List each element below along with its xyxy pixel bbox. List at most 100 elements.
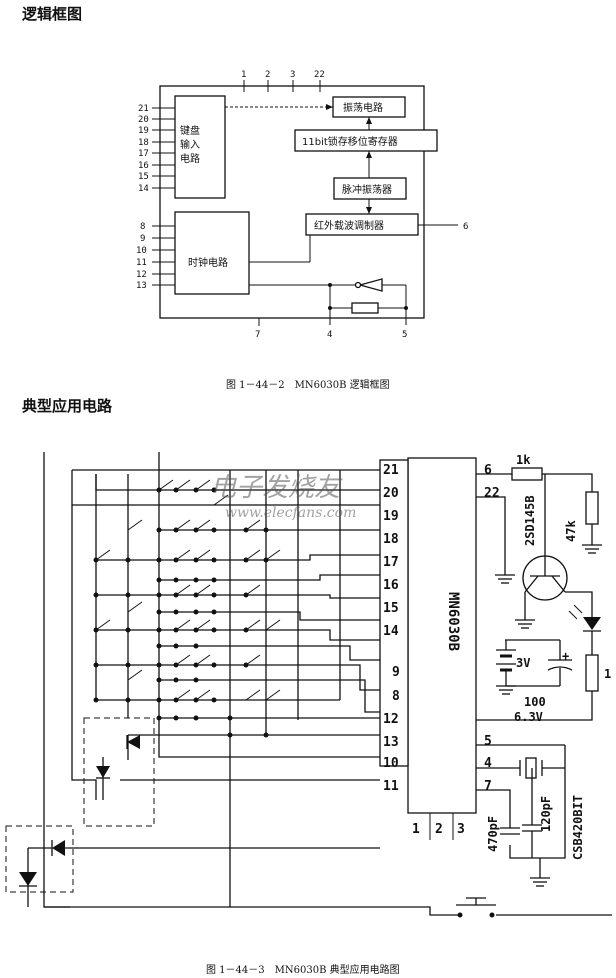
- watermark-url: www.elecfans.com: [225, 505, 356, 521]
- pin-label: 21: [138, 104, 149, 114]
- component-label: 1k: [516, 453, 531, 467]
- block-label: 电路: [180, 152, 200, 165]
- ground-icon: [515, 619, 535, 629]
- pin-label: 12: [136, 270, 147, 280]
- push-button-switch: [456, 897, 496, 918]
- pin-label: 8: [392, 689, 400, 704]
- pin-label: 20: [138, 115, 149, 125]
- pin-label: 13: [136, 281, 147, 291]
- pin-label: 10: [136, 246, 147, 256]
- pin-label: 21: [383, 463, 399, 478]
- ir-led-icon: [568, 604, 601, 632]
- pin-label: 17: [383, 555, 399, 570]
- component-label: CSB420BIT: [571, 795, 585, 860]
- pin-label: 4: [484, 756, 492, 771]
- pin-label: 22: [314, 70, 325, 80]
- pin-label: 8: [140, 222, 145, 232]
- figure-caption: 图 1－44－3 MN6030B 典型应用电路图: [206, 963, 400, 976]
- key-matrix: [43, 452, 380, 908]
- pin-label: 11: [383, 779, 399, 794]
- pin-label: 7: [484, 779, 492, 794]
- pin-label: 6: [484, 463, 492, 478]
- resistor-right: [585, 654, 599, 692]
- key-switch-glyphs: [95, 479, 281, 701]
- ic-label: MN6030B: [445, 592, 461, 651]
- ceramic-resonator-icon: [519, 757, 565, 779]
- pin-label: 19: [383, 509, 399, 524]
- pin-label: 16: [138, 161, 149, 171]
- block-label: 11bit锁存移位寄存器: [302, 135, 398, 148]
- block-label: 键盘: [180, 124, 200, 137]
- ground-icon: [496, 685, 516, 695]
- pin-label: 18: [138, 138, 149, 148]
- pin-label: 19: [138, 126, 149, 136]
- clock-pins: 8 9 10 11 12 13: [136, 222, 175, 291]
- diode-icon: [52, 840, 65, 856]
- ic-mn6030b: [407, 457, 477, 814]
- capacitor-icon: [500, 827, 520, 835]
- figure-caption: 图 1－44－2 MN6030B 逻辑框图: [226, 378, 390, 391]
- ground-icon: [530, 877, 550, 887]
- section-title-application-circuit: 典型应用电路: [22, 397, 113, 415]
- component-label: 2SD145B: [523, 495, 537, 546]
- section-title-logic-diagram: 逻辑框图: [22, 5, 83, 23]
- clock-block: [174, 211, 250, 295]
- component-label: 3V: [516, 656, 530, 670]
- block-label: 时钟电路: [188, 256, 228, 269]
- pin-label: 17: [138, 149, 149, 159]
- shift-register-block: [294, 129, 438, 152]
- pin-label: 15: [383, 601, 399, 616]
- pin-label: 18: [383, 532, 399, 547]
- resistor-1k: [511, 467, 543, 481]
- component-label: 47k: [564, 520, 578, 542]
- pin-label: 10: [383, 756, 399, 771]
- pin-label: 22: [484, 486, 500, 501]
- resistor-47k: [585, 491, 599, 525]
- pin-column: [379, 459, 409, 767]
- diode-group-2: [5, 825, 380, 907]
- component-label: +: [562, 649, 569, 663]
- component-label: 470pF: [486, 816, 500, 852]
- block-label: 红外载波调制器: [314, 219, 384, 232]
- component-label: 120pF: [539, 796, 553, 832]
- pin-label: 15: [138, 172, 149, 182]
- component-label: 1: [604, 667, 611, 681]
- logic-block-diagram: 1 2 3 22 键盘 输入 电路 21 20 19 18 17 16 15: [136, 70, 468, 391]
- pin-label: 2: [265, 70, 270, 80]
- pin-label: 1: [412, 822, 420, 837]
- pulse-oscillator-block: [333, 177, 407, 200]
- pin-label: 1: [241, 70, 246, 80]
- pin-label: 9: [140, 234, 145, 244]
- pin-label: 3: [457, 822, 465, 837]
- pin-label: 6: [463, 222, 468, 232]
- pin-label: 3: [290, 70, 295, 80]
- pin-label: 5: [402, 330, 407, 340]
- block-label: 输入: [180, 138, 200, 151]
- pin-label: 4: [327, 330, 332, 340]
- pin-label: 9: [392, 665, 400, 680]
- diode-icon: [127, 735, 140, 749]
- pin-label: 13: [383, 735, 399, 750]
- watermark-text: 电子发烧友: [210, 473, 343, 503]
- component-label: 100: [524, 695, 546, 709]
- component-label: 6.3V: [514, 710, 543, 724]
- application-circuit: MN6030B 21 20 19 18 17 16 15 14 9 8 12 1…: [5, 452, 612, 976]
- pin-label: 14: [138, 184, 149, 194]
- electrolytic-capacitor-icon: [506, 640, 573, 687]
- pin-label: 7: [255, 330, 260, 340]
- diode-group-1: [83, 717, 155, 827]
- pin-label: 20: [383, 486, 399, 501]
- block-label: 振荡电路: [343, 101, 383, 114]
- pin-label: 16: [383, 578, 399, 593]
- pin-label: 14: [383, 624, 399, 639]
- resistor-icon: [351, 302, 379, 314]
- keyboard-pins: 21 20 19 18 17 16 15 14: [138, 104, 175, 194]
- pin-label: 5: [484, 734, 492, 749]
- keyboard-input-block: [174, 95, 226, 199]
- junction-dots: [93, 487, 269, 738]
- pin-label: 11: [136, 258, 147, 268]
- battery-icon: [496, 649, 516, 672]
- top-pins: 1 2 3 22: [241, 70, 325, 92]
- ground-icon: [582, 544, 602, 554]
